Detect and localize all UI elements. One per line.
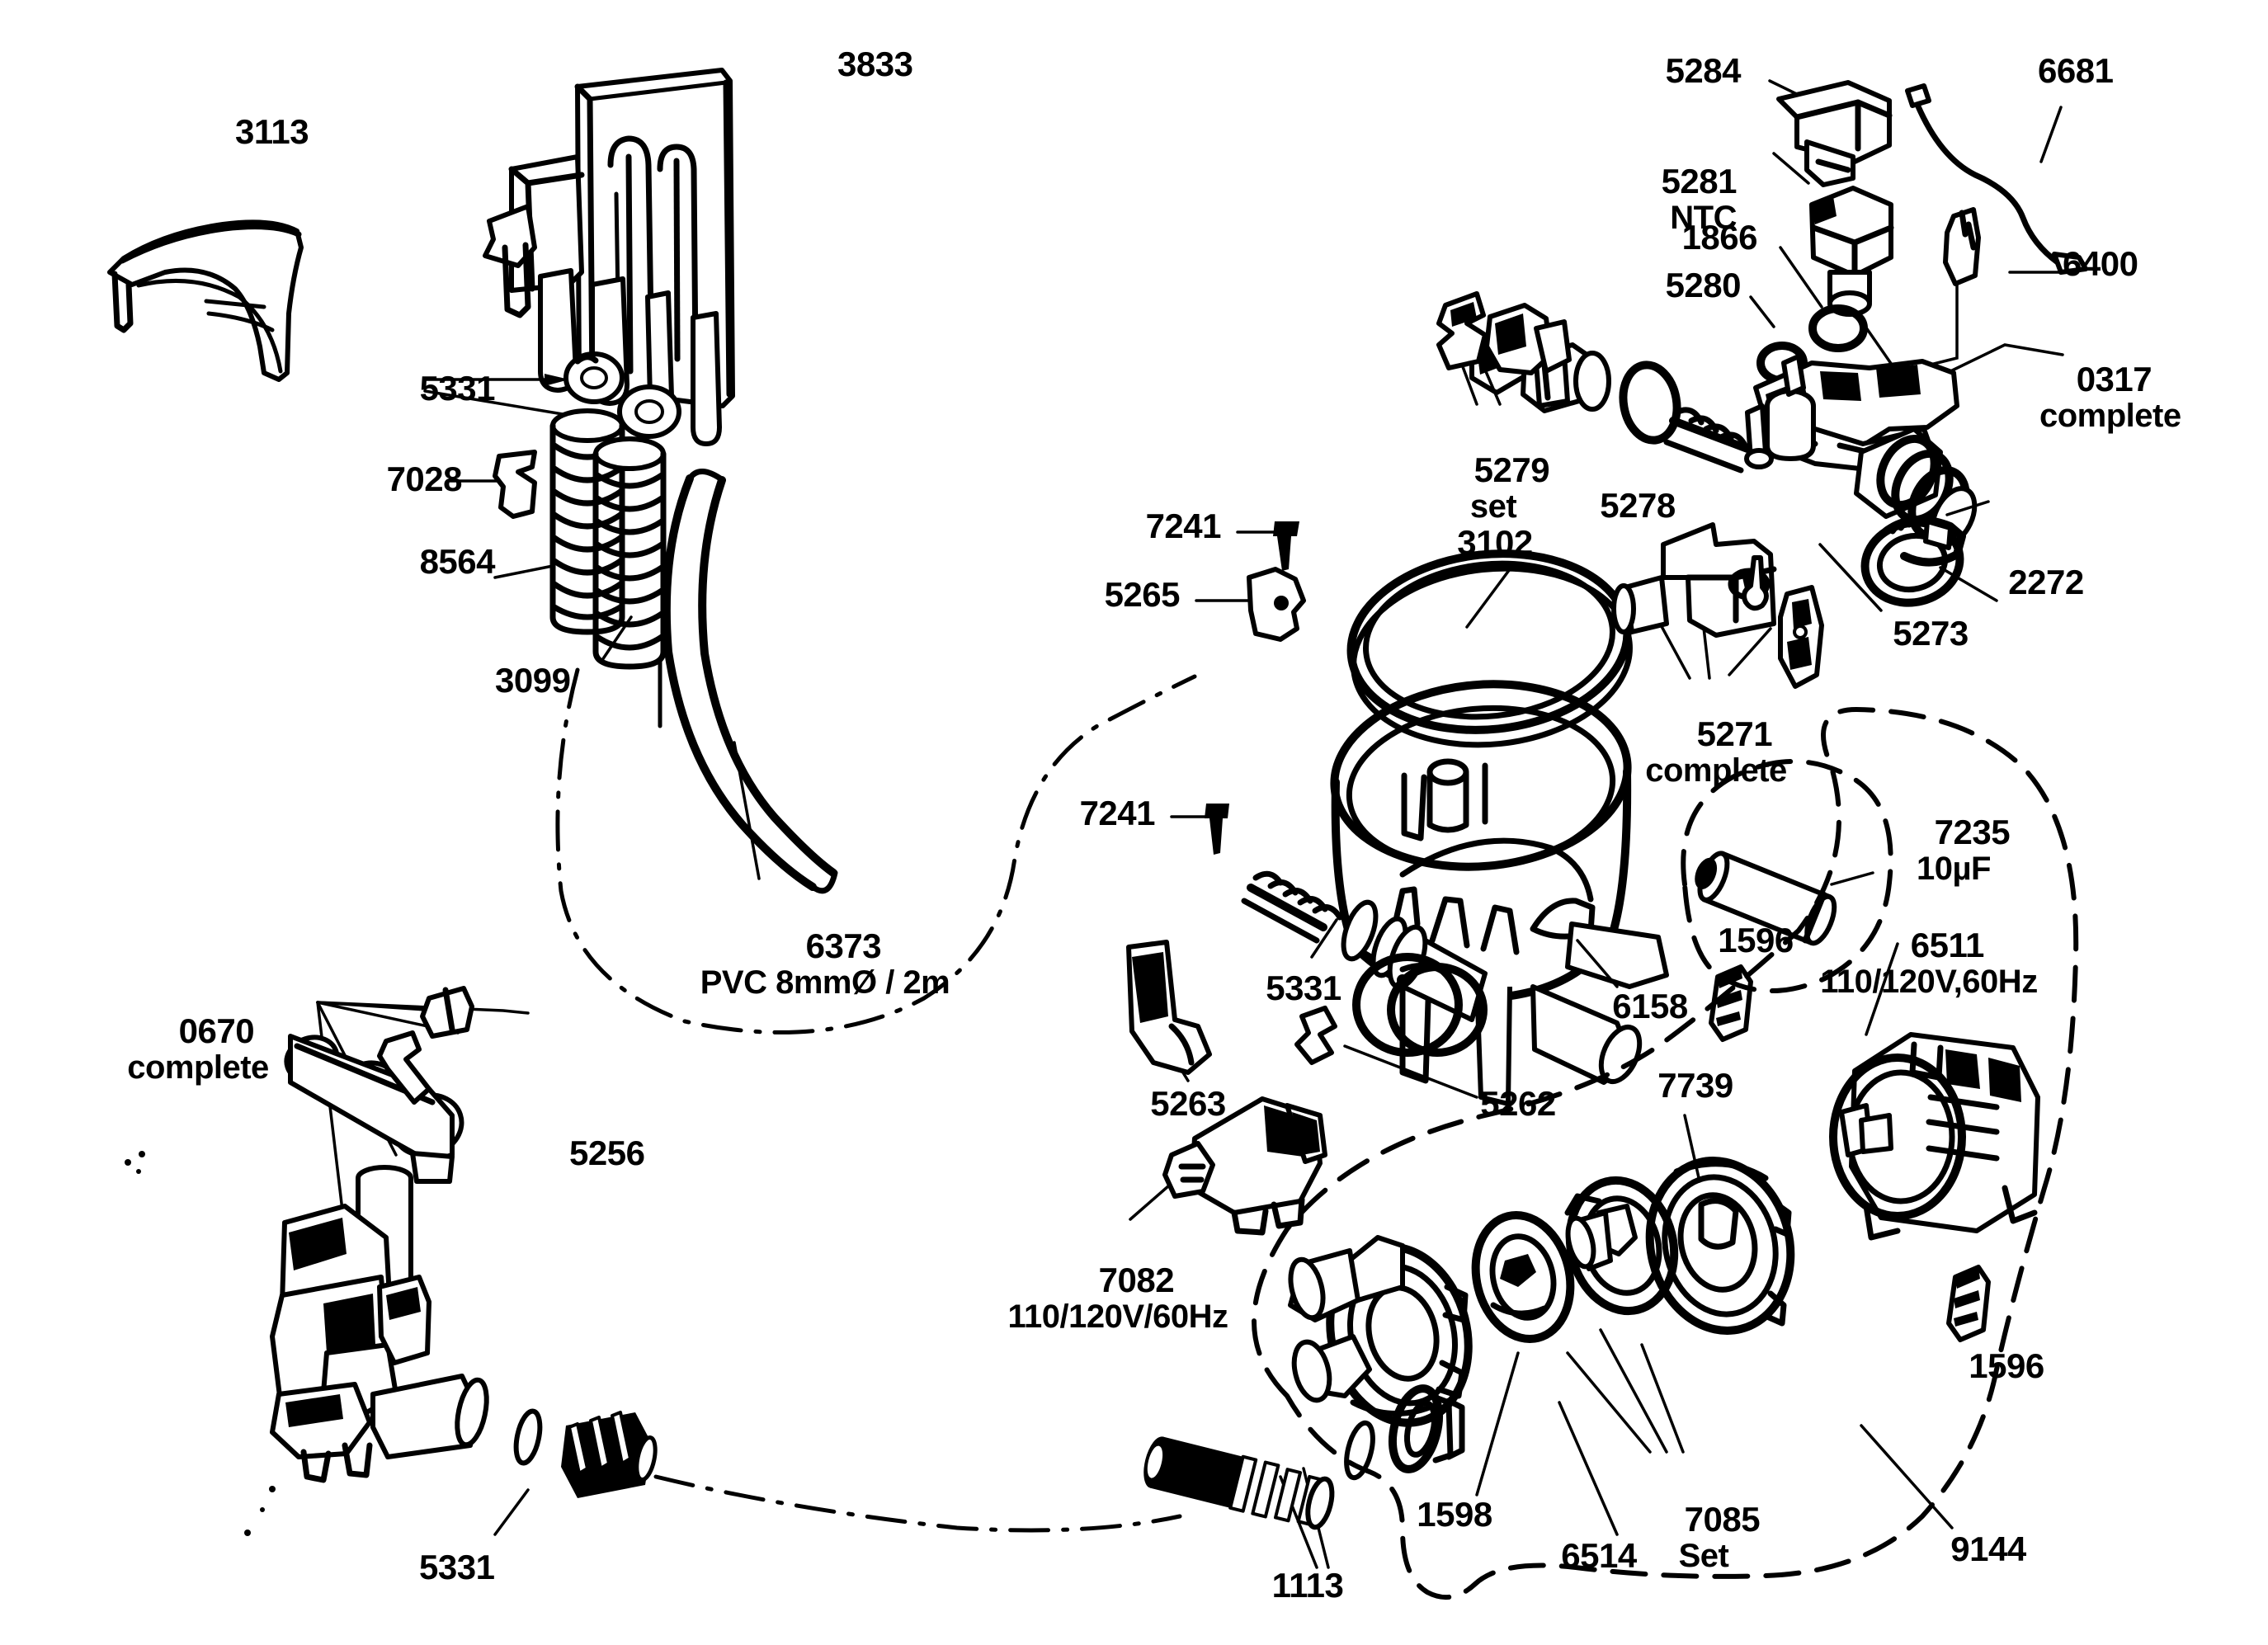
part-9144-leader <box>1860 1424 1954 1530</box>
callout-7241-upper: 7241 <box>1145 507 1222 545</box>
callout-3099: 3099 <box>495 661 571 700</box>
part-7085-impeller-set <box>1471 1176 1685 1454</box>
boundary-capacitor-pocket <box>1681 758 1893 993</box>
part-6400-terminal <box>1896 207 2061 375</box>
callout-7028: 7028 <box>386 460 463 498</box>
part-2272-hose-clamp <box>1860 500 1998 607</box>
part-6373-pvc-hose <box>662 469 838 894</box>
part-5273-leader <box>1818 543 1883 612</box>
callout-6681: 6681 <box>2038 51 2114 90</box>
part-3099-spring <box>592 436 667 728</box>
part-6511-motor <box>1829 942 2040 1241</box>
callout-6158: 6158 <box>1612 987 1688 1025</box>
part-7241-screw-upper <box>1236 521 1299 571</box>
part-5262-clip <box>1294 1006 1478 1099</box>
part-7241-screw-lower <box>1170 804 1229 855</box>
callout-5331-top: 5331 <box>419 369 496 408</box>
hose-route-lower <box>653 1474 1182 1533</box>
callout-7241-lower: 7241 <box>1079 794 1156 832</box>
part-5284-cover <box>1768 79 1893 187</box>
hose-route-6373 <box>555 667 1197 1035</box>
part-5331-seal-top <box>423 351 681 439</box>
part-5271-diverter <box>1611 522 1824 689</box>
part-5279-set <box>1436 291 1572 406</box>
part-3113-trim <box>107 219 304 382</box>
callout-5273: 5273 <box>1893 614 1969 653</box>
callout-3833: 3833 <box>837 45 913 83</box>
callout-3102: 3102 <box>1457 523 1533 562</box>
part-7739-pump-cover <box>1645 1114 1795 1335</box>
part-7235-capacitor <box>1695 851 1874 946</box>
callout-5331-sump: 5331 <box>1266 969 1341 1007</box>
callout-1598: 1598 <box>1417 1495 1492 1534</box>
callout-5280: 5280 <box>1665 266 1742 304</box>
callout-9144: 9144 <box>1950 1530 2026 1568</box>
callout-6514: 6514 <box>1561 1536 1637 1575</box>
callout-1596-upper: 1596 <box>1718 921 1794 959</box>
callout-5262: 5262 <box>1480 1084 1556 1123</box>
part-3833-heater <box>483 68 735 446</box>
part-5331-hose-center <box>1241 870 1488 1057</box>
callout-5331-valve: 5331 <box>419 1548 495 1586</box>
callout-3113: 3113 <box>235 112 309 151</box>
part-1596-clip-b <box>1946 1265 1991 1342</box>
part-7082-drain-pump <box>1129 1096 1327 1236</box>
part-5263-bracket <box>1126 940 1212 1082</box>
callout-5256: 5256 <box>569 1134 645 1172</box>
callout-5278: 5278 <box>1600 486 1676 525</box>
callout-7739: 7739 <box>1657 1066 1733 1105</box>
callout-6400: 6400 <box>2063 244 2138 283</box>
part-3102-sump <box>1330 549 1669 1106</box>
part-6158-leader <box>1576 939 1619 988</box>
callout-1596-lower: 1596 <box>1969 1346 2044 1385</box>
part-6681-wire <box>1905 83 2088 275</box>
part-0670-valve-assembly <box>125 986 658 1536</box>
callout-5284: 5284 <box>1665 51 1742 90</box>
callout-8564: 8564 <box>419 542 496 581</box>
part-5265-bracket <box>1195 567 1306 642</box>
part-7028-clip <box>448 450 537 519</box>
part-6514-pump-housing <box>1288 1235 1619 1536</box>
part-1598-1113-seals <box>1143 1351 1520 1569</box>
callout-2272: 2272 <box>2008 563 2084 601</box>
callout-1866: 1866 <box>1681 218 1758 257</box>
boundary-motor-set <box>1252 706 2079 1600</box>
callout-1113: 1113 <box>1271 1566 1344 1605</box>
callout-5265: 5265 <box>1104 575 1181 614</box>
callout-5263: 5263 <box>1150 1084 1226 1123</box>
part-1866-oring <box>1779 246 1868 352</box>
part-8564-spring <box>493 408 625 635</box>
